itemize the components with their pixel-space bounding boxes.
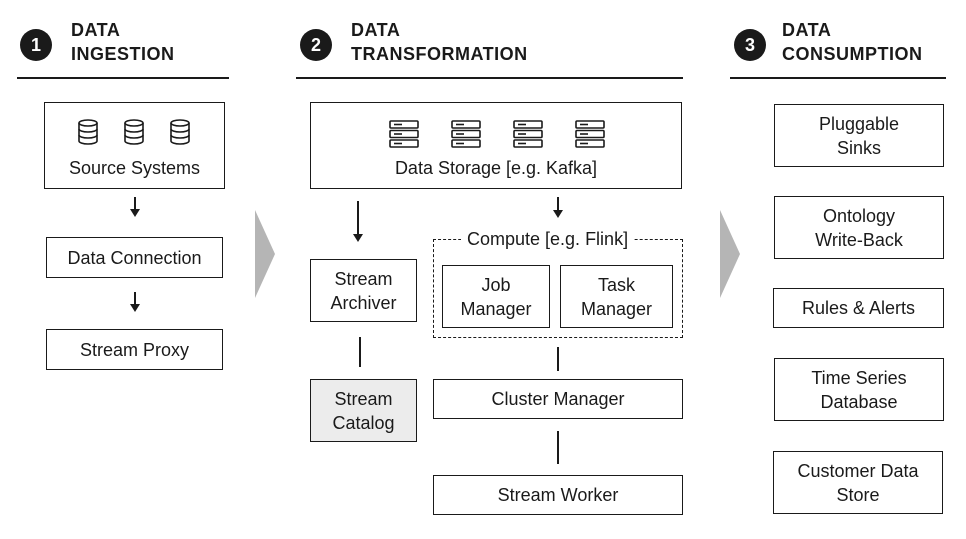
connector-line bbox=[557, 431, 559, 464]
pluggable-sinks-label-line1: Pluggable bbox=[818, 113, 900, 134]
arrow-down-icon bbox=[353, 234, 363, 242]
arrow-down-icon bbox=[130, 209, 140, 217]
server-rack-icon bbox=[389, 120, 419, 148]
time-series-label-line1: Time Series bbox=[811, 367, 907, 388]
connector-line bbox=[359, 337, 361, 367]
rules-alerts-label: Rules & Alerts bbox=[801, 298, 916, 318]
database-icon bbox=[124, 119, 144, 145]
cluster-manager-box: Cluster Manager bbox=[433, 379, 683, 419]
pluggable-sinks-box: Pluggable Sinks bbox=[774, 104, 944, 167]
stream-proxy-box: Stream Proxy bbox=[46, 329, 223, 370]
stream-archiver-label-line1: Stream bbox=[334, 268, 393, 289]
ontology-write-back-box: Ontology Write-Back bbox=[774, 196, 944, 259]
cluster-manager-label: Cluster Manager bbox=[491, 389, 625, 409]
step-3-rule bbox=[730, 77, 946, 79]
connector-line bbox=[557, 347, 559, 371]
ontology-label-line2: Write-Back bbox=[815, 229, 903, 250]
connector-line bbox=[557, 197, 559, 210]
data-connection-box: Data Connection bbox=[46, 237, 223, 278]
step-1-rule bbox=[17, 77, 229, 79]
arrow-down-icon bbox=[553, 210, 563, 218]
ontology-label-line1: Ontology bbox=[822, 205, 896, 226]
server-rack-icon bbox=[451, 120, 481, 148]
arrow-down-icon bbox=[130, 304, 140, 312]
customer-data-label-line1: Customer Data bbox=[797, 460, 919, 481]
source-systems-box: Source Systems bbox=[44, 102, 225, 189]
compute-label: Compute [e.g. Flink] bbox=[461, 229, 635, 250]
database-icon bbox=[78, 119, 98, 145]
time-series-database-box: Time Series Database bbox=[774, 358, 944, 421]
customer-data-label-line2: Store bbox=[836, 484, 880, 505]
connector-line bbox=[134, 292, 136, 304]
stream-archiver-box: Stream Archiver bbox=[310, 259, 417, 322]
stream-worker-label: Stream Worker bbox=[497, 485, 619, 505]
data-storage-box: Data Storage [e.g. Kafka] bbox=[310, 102, 682, 189]
source-db-icons bbox=[77, 119, 191, 145]
stream-catalog-label-line2: Catalog bbox=[332, 412, 395, 433]
step-2-rule bbox=[296, 77, 683, 79]
source-systems-label: Source Systems bbox=[68, 158, 201, 178]
server-rack-icon bbox=[575, 120, 605, 148]
stream-proxy-label: Stream Proxy bbox=[79, 339, 190, 360]
job-manager-box: Job Manager bbox=[442, 265, 550, 328]
time-series-label-line2: Database bbox=[820, 391, 898, 412]
connector-line bbox=[357, 201, 359, 234]
task-manager-box: Task Manager bbox=[560, 265, 673, 328]
stream-catalog-box: Stream Catalog bbox=[310, 379, 417, 442]
step-3-badge: 3 bbox=[734, 29, 766, 61]
task-manager-label-line1: Task bbox=[597, 274, 635, 295]
stream-worker-box: Stream Worker bbox=[433, 475, 683, 515]
database-icon bbox=[170, 119, 190, 145]
rules-alerts-box: Rules & Alerts bbox=[773, 288, 944, 328]
customer-data-store-box: Customer Data Store bbox=[773, 451, 943, 514]
stream-catalog-label-line1: Stream bbox=[334, 388, 393, 409]
stream-archiver-label-line2: Archiver bbox=[330, 292, 397, 313]
data-connection-label: Data Connection bbox=[67, 247, 202, 268]
job-manager-label-line1: Job bbox=[481, 274, 511, 295]
data-storage-label: Data Storage [e.g. Kafka] bbox=[394, 158, 598, 178]
storage-server-icons bbox=[389, 120, 605, 148]
job-manager-label-line2: Manager bbox=[460, 298, 532, 319]
pluggable-sinks-label-line2: Sinks bbox=[836, 137, 881, 158]
step-1-badge: 1 bbox=[20, 29, 52, 61]
task-manager-label-line2: Manager bbox=[580, 298, 653, 319]
server-rack-icon bbox=[513, 120, 543, 148]
step-2-badge: 2 bbox=[300, 29, 332, 61]
connector-line bbox=[134, 197, 136, 209]
